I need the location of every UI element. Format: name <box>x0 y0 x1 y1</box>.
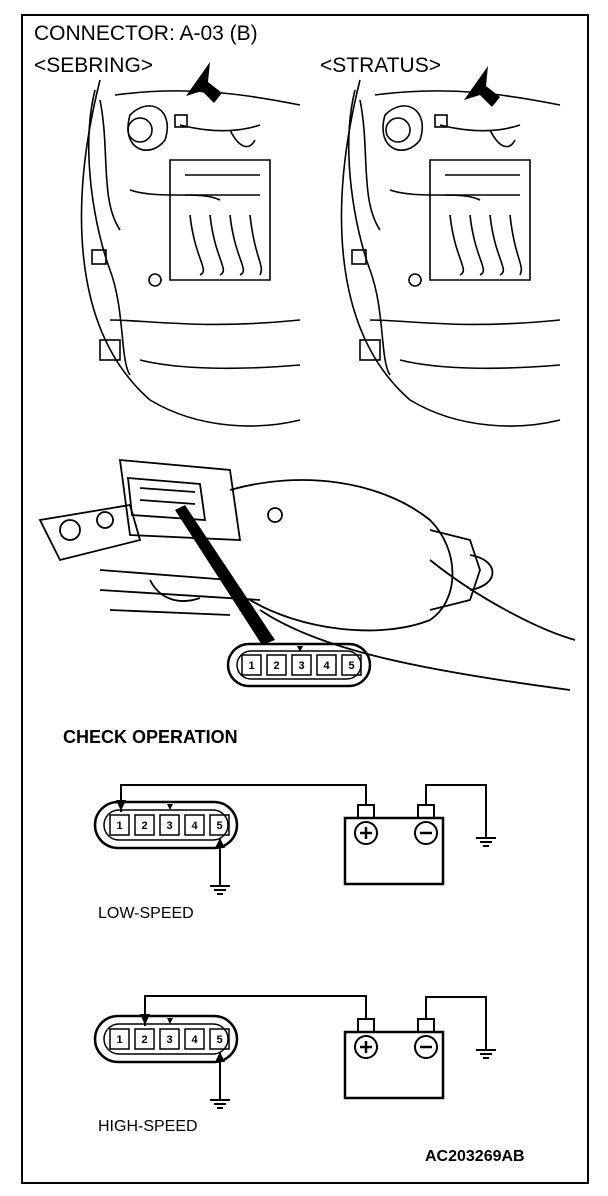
figure-code: AC203269AB <box>425 1148 525 1165</box>
pin-number: 2 <box>141 1034 147 1046</box>
pin-number: 3 <box>166 1034 172 1046</box>
pin-number: 4 <box>191 820 198 832</box>
wiper-motor <box>38 459 576 691</box>
pin-number: 4 <box>191 1034 198 1046</box>
pin-box <box>184 1028 205 1050</box>
arrow-icon <box>464 66 500 107</box>
pin-box <box>134 814 155 836</box>
connector-pins-high: 1 2 3 4 5 <box>109 1028 230 1050</box>
pin-number: 1 <box>116 820 122 832</box>
pin-number: 1 <box>116 1034 122 1046</box>
model-label-sebring: <SEBRING> <box>34 54 154 77</box>
pin-box <box>109 814 130 836</box>
engine-bay-stratus <box>340 79 561 427</box>
pin-number: 5 <box>348 660 354 672</box>
pin-box <box>184 814 205 836</box>
pin-number: 3 <box>298 660 304 672</box>
pin-box <box>134 1028 155 1050</box>
connector-pins-main: 1 2 3 4 5 <box>241 654 362 676</box>
figure-frame <box>21 14 589 1184</box>
high-speed-label: HIGH-SPEED <box>98 1118 198 1135</box>
pin-box <box>109 1028 130 1050</box>
pin-number: 5 <box>216 820 222 832</box>
pin-box <box>209 814 230 836</box>
high-speed-circuit <box>93 995 497 1109</box>
pin-number: 1 <box>248 660 254 672</box>
connector-title: CONNECTOR: A-03 (B) <box>34 22 258 45</box>
pin-box <box>241 654 262 676</box>
pin-number: 4 <box>323 660 330 672</box>
model-label-stratus: <STRATUS> <box>320 54 441 77</box>
arrow-icon <box>186 62 222 103</box>
pin-box <box>266 654 287 676</box>
pin-box <box>159 1028 180 1050</box>
low-speed-label: LOW-SPEED <box>98 905 194 922</box>
pin-number: 2 <box>141 820 147 832</box>
pin-box <box>341 654 362 676</box>
connector-pins-low: 1 2 3 4 5 <box>109 814 230 836</box>
engine-bay-sebring <box>80 79 301 427</box>
pin-box <box>209 1028 230 1050</box>
section-title: CHECK OPERATION <box>63 727 238 747</box>
pin-number: 5 <box>216 1034 222 1046</box>
pin-box <box>316 654 337 676</box>
pin-number: 3 <box>166 820 172 832</box>
pin-box <box>159 814 180 836</box>
pin-box <box>291 654 312 676</box>
pin-number: 2 <box>273 660 279 672</box>
low-speed-circuit <box>93 784 497 895</box>
